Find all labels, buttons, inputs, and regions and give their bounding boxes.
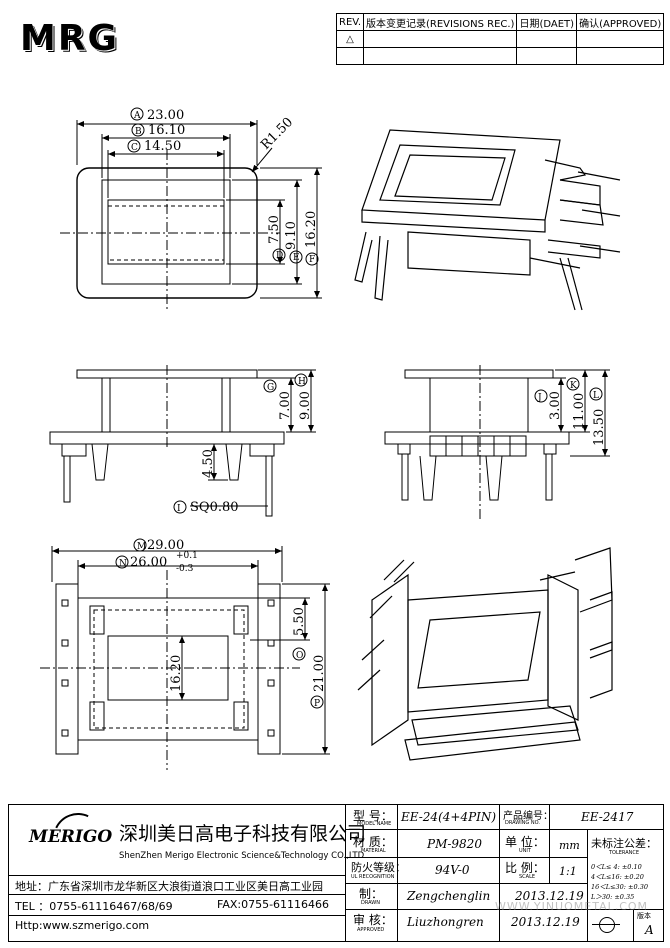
drawn-label-en: DRAWN xyxy=(361,900,380,906)
dim-h-label: H xyxy=(298,377,306,387)
fire-label: 防火等级： xyxy=(351,861,406,874)
dim-h-value: 9.00 xyxy=(298,391,313,420)
isometric-view-bottom xyxy=(357,547,613,761)
dim-c-label: C xyxy=(131,143,138,153)
side-view-right xyxy=(384,365,610,520)
dim-n-value: 26.00 xyxy=(130,555,167,570)
dim-e-value: 9.10 xyxy=(284,221,299,250)
dim-i-label: I xyxy=(177,504,181,514)
dim-p-value: 21.00 xyxy=(312,655,327,692)
tolerance-row-2: 4＜L≤16: ±0.20 xyxy=(591,873,644,881)
material-label: 材 质： xyxy=(353,835,393,849)
dim-a-label: A xyxy=(133,111,141,121)
dim-g-value: 7.00 xyxy=(278,391,293,420)
tolerance-label: 未标注公差： xyxy=(591,837,657,850)
material-value: PM-9820 xyxy=(427,837,482,851)
dim-j-value: 3.00 xyxy=(548,391,563,420)
company-website: Http:www.szmerigo.com xyxy=(15,919,150,932)
title-block: MERIGO 深圳美日高电子科技有限公司 ShenZhen Merigo Ele… xyxy=(8,804,664,942)
version-label: 版本 xyxy=(637,912,651,920)
model-label: 型 号： xyxy=(353,809,393,823)
tolerance-row-3: 16＜L≤30: ±0.30 xyxy=(591,883,648,891)
scale-label: 比 例： xyxy=(505,861,545,875)
drawn-label: 制： xyxy=(359,887,384,901)
dim-m-label: M xyxy=(137,542,146,552)
dim-b-value: 16.10 xyxy=(148,123,185,138)
model-value: EE-24(4+4PIN) xyxy=(401,810,497,824)
approved-label: 审 核： xyxy=(353,913,393,927)
dim-d-value: 7.50 xyxy=(267,215,282,244)
dim-b-label: B xyxy=(135,127,142,137)
drawn-name: Zengchenglin xyxy=(407,889,491,903)
dim-k-value: 11.00 xyxy=(572,393,587,430)
revision-table: REV. 版本变更记录(REVISIONS REC.) 日期(DAET) 确认(… xyxy=(336,13,665,65)
material-label-en: MATERIAL xyxy=(361,848,386,854)
dim-o-value: 5.50 xyxy=(292,607,307,636)
dim-e-label: E xyxy=(293,253,300,263)
unit-label: 单 位： xyxy=(505,835,545,849)
dim-j-label: J xyxy=(537,393,542,403)
dim-a-value: 23.00 xyxy=(147,108,184,123)
unit-label-en: UNIT xyxy=(519,848,531,854)
side-view-left xyxy=(49,365,316,517)
dim-g-label: G xyxy=(267,383,274,393)
dim-f-label: F xyxy=(309,255,315,265)
dim-o-label: O xyxy=(296,651,303,661)
isometric-view-top xyxy=(354,129,621,311)
company-name-en: ShenZhen Merigo Electronic Science&Techn… xyxy=(119,851,365,861)
tolerance-label-en: TOLERANCE xyxy=(609,850,640,856)
tolerance-row-4: L＞30: ±0.35 xyxy=(591,893,635,901)
dim-l-value: 13.50 xyxy=(592,409,607,446)
company-fax: FAX:0755-61116466 xyxy=(217,898,330,911)
dim-f-value: 16.20 xyxy=(304,211,319,248)
dim-r-value: R1.50 xyxy=(258,115,296,153)
drawing-no-label: 产品编号： xyxy=(503,811,553,822)
approved-date: 2013.12.19 xyxy=(511,915,580,929)
dim-k-label: K xyxy=(570,381,577,391)
dim-n-label: N xyxy=(119,559,127,569)
version-value: A xyxy=(645,923,654,937)
swoosh-icon xyxy=(45,805,111,871)
projection-crosshair-icon xyxy=(592,924,620,925)
dim-4-50-value: 4.50 xyxy=(201,449,216,478)
model-label-en: MODEL NAME xyxy=(357,821,392,827)
approved-name: Liuzhongren xyxy=(407,915,484,929)
merigo-logo: MERIGO xyxy=(29,827,113,847)
dim-n-tol-plus: +0.1 xyxy=(176,551,198,561)
drawn-date: 2013.12.19 xyxy=(515,889,584,903)
projection-symbol-icon xyxy=(599,917,615,933)
dim-l-label: L xyxy=(593,391,599,401)
approved-label-en: APPROVED xyxy=(357,927,385,933)
dim-m-value: 29.00 xyxy=(147,538,184,553)
tolerance-row-1: 0＜L≤ 4: ±0.10 xyxy=(591,863,642,871)
dim-d-label: D xyxy=(276,251,283,261)
company-name-cn: 深圳美日高电子科技有限公司 xyxy=(119,823,367,845)
fire-label-en: UL RECOGNITION xyxy=(351,874,395,880)
mrg-logo: MRG xyxy=(20,18,120,59)
top-view xyxy=(60,120,322,310)
dim-p-label: P xyxy=(314,699,320,709)
dim-c-value: 14.50 xyxy=(144,139,181,154)
company-address: 地址：广东省深圳市龙华新区大浪街道浪口工业区美日高工业园 xyxy=(15,880,323,893)
scale-label-en: SCALE xyxy=(519,874,536,880)
dim-inner-value: 16.20 xyxy=(169,655,184,692)
dim-i-value: SQ0.80 xyxy=(190,500,239,515)
drawing-no-label-en: DRAWING NO. xyxy=(505,820,540,826)
scale-value: 1:1 xyxy=(559,865,577,878)
dim-n-tol-minus: -0.3 xyxy=(176,564,194,574)
technical-drawing: 23.00 A 16.10 B 14.50 C R1.50 7.50 D 9.1… xyxy=(40,107,621,770)
unit-value: mm xyxy=(559,839,580,852)
fire-value: 94V-0 xyxy=(435,863,470,877)
drawing-no-value: EE-2417 xyxy=(581,810,634,824)
watermark-text: WWW.YINUOMETAL.COM xyxy=(495,900,649,913)
bottom-view xyxy=(40,546,330,770)
company-tel: TEL ：0755-61116467/68/69 xyxy=(15,900,173,913)
